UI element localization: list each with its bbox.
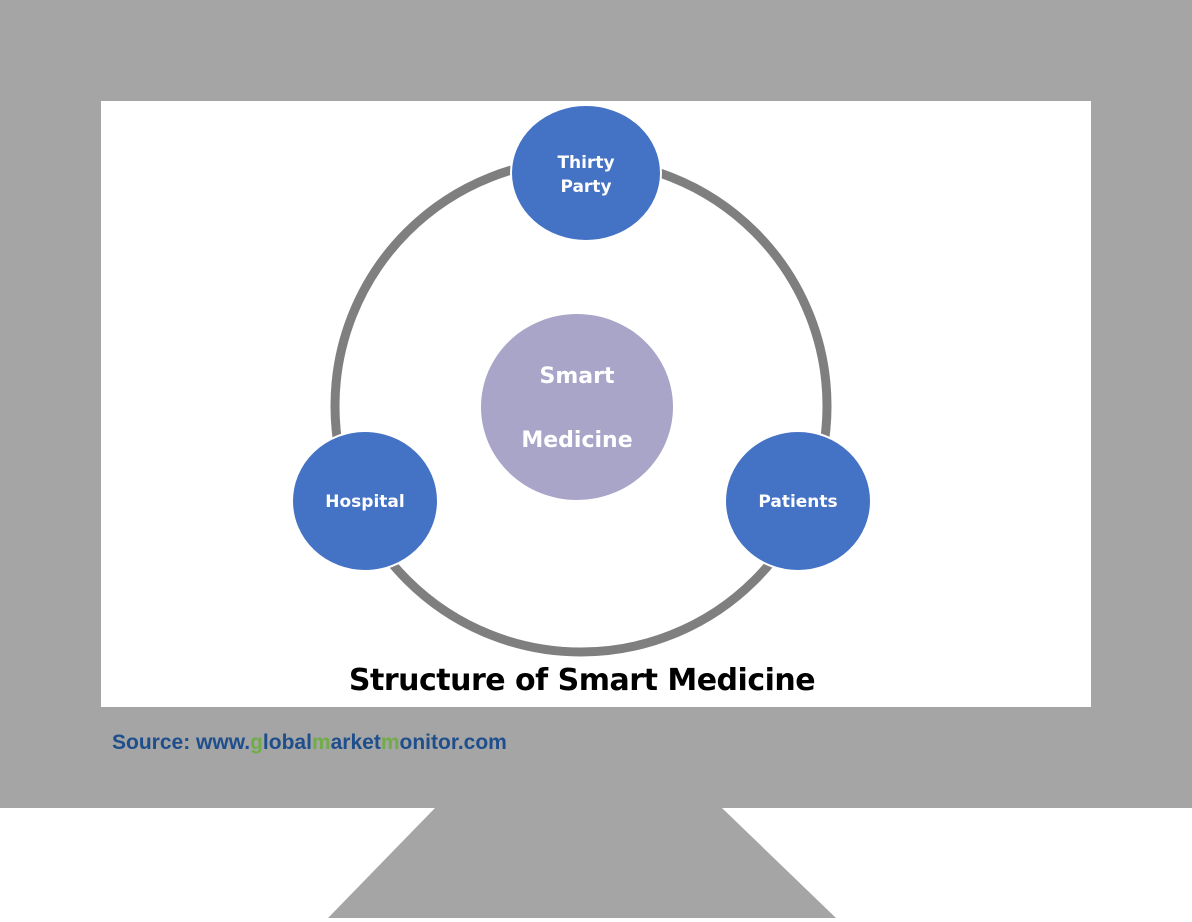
smart-medicine-diagram: Smart Medicine Thirty Party Hospital Pat… (291, 104, 872, 657)
node-patients-label: Patients (758, 492, 837, 512)
node-thirty-party-line1: Thirty (557, 153, 614, 173)
source-part-lobal: lobal (262, 731, 312, 754)
source-part-m2: m (380, 731, 400, 754)
node-patients (724, 430, 872, 572)
center-node (481, 314, 673, 500)
diagram-title: Structure of Smart Medicine (348, 663, 816, 698)
node-hospital (291, 430, 439, 572)
source-part-m1: m (311, 731, 331, 754)
center-label-line2: Medicine (521, 428, 632, 453)
source-part-onitor: onitor.com (399, 731, 507, 754)
source-credit: Source: www.globalmarketmonitor.com (112, 731, 507, 755)
node-hospital-label: Hospital (325, 492, 404, 512)
node-thirty-party (510, 104, 662, 242)
node-thirty-party-line2: Party (560, 177, 611, 197)
monitor-stand (328, 808, 836, 918)
source-part-arket: arket (330, 731, 381, 754)
source-part-g: g (250, 731, 263, 754)
source-prefix: Source: www. (112, 731, 251, 754)
monitor-screen: Smart Medicine Thirty Party Hospital Pat… (101, 101, 1091, 707)
center-label-line1: Smart (540, 364, 615, 389)
